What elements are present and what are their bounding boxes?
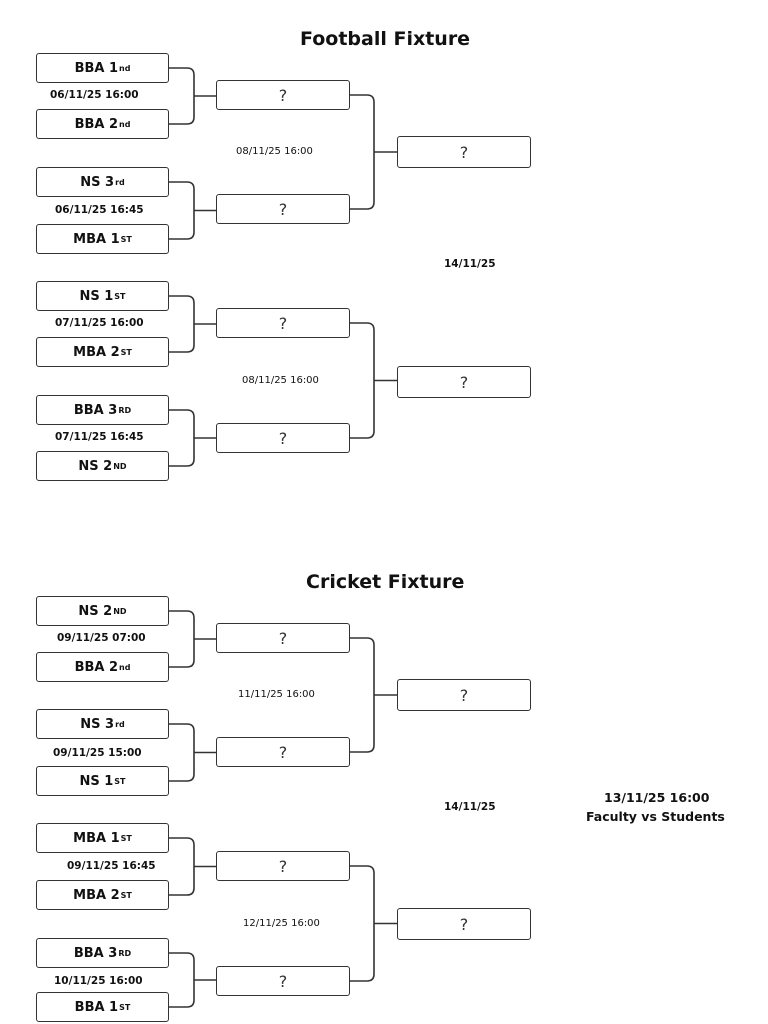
semifinal-slot: ? (216, 423, 350, 453)
final-slot: ? (397, 366, 531, 398)
final-slot: ? (397, 679, 531, 711)
connector-line (169, 181, 195, 240)
final-date: 14/11/25 (444, 258, 496, 270)
semifinal-slot: ? (216, 966, 350, 996)
cricket-title: Cricket Fixture (306, 571, 465, 593)
connector-line (169, 610, 195, 668)
semifinal-slot: ? (216, 623, 350, 653)
match-date: 07/11/25 16:45 (55, 431, 144, 443)
match-date: 10/11/25 16:00 (54, 975, 143, 987)
connector-line (350, 94, 375, 210)
match-date: 09/11/25 16:45 (67, 860, 156, 872)
semifinal-slot: ? (216, 737, 350, 767)
football-title: Football Fixture (300, 28, 471, 50)
connector-line (350, 322, 375, 439)
match-date: 06/11/25 16:00 (50, 89, 139, 101)
semifinal-slot: ? (216, 851, 350, 881)
connector-line (350, 865, 375, 982)
semifinal-slot: ? (216, 194, 350, 224)
semifinal-date: 12/11/25 16:00 (243, 918, 320, 929)
match-date: 09/11/25 15:00 (53, 747, 142, 759)
final-date: 14/11/25 (444, 801, 496, 813)
connector-line (350, 637, 375, 753)
special-match-title: Faculty vs Students (586, 809, 725, 824)
final-slot: ? (397, 908, 531, 940)
connector-line (169, 952, 195, 1008)
final-slot: ? (397, 136, 531, 168)
special-match-date: 13/11/25 16:00 (604, 790, 710, 805)
semifinal-date: 08/11/25 16:00 (236, 146, 313, 157)
semifinal-slot: ? (216, 308, 350, 338)
semifinal-slot: ? (216, 80, 350, 110)
connector-line (169, 723, 195, 782)
connector-line (169, 295, 195, 353)
connector-line (169, 409, 195, 467)
connector-line (169, 67, 195, 125)
match-date: 09/11/25 07:00 (57, 632, 146, 644)
match-date: 07/11/25 16:00 (55, 317, 144, 329)
semifinal-date: 08/11/25 16:00 (242, 375, 319, 386)
match-date: 06/11/25 16:45 (55, 204, 144, 216)
semifinal-date: 11/11/25 16:00 (238, 689, 315, 700)
connector-line (169, 837, 195, 896)
